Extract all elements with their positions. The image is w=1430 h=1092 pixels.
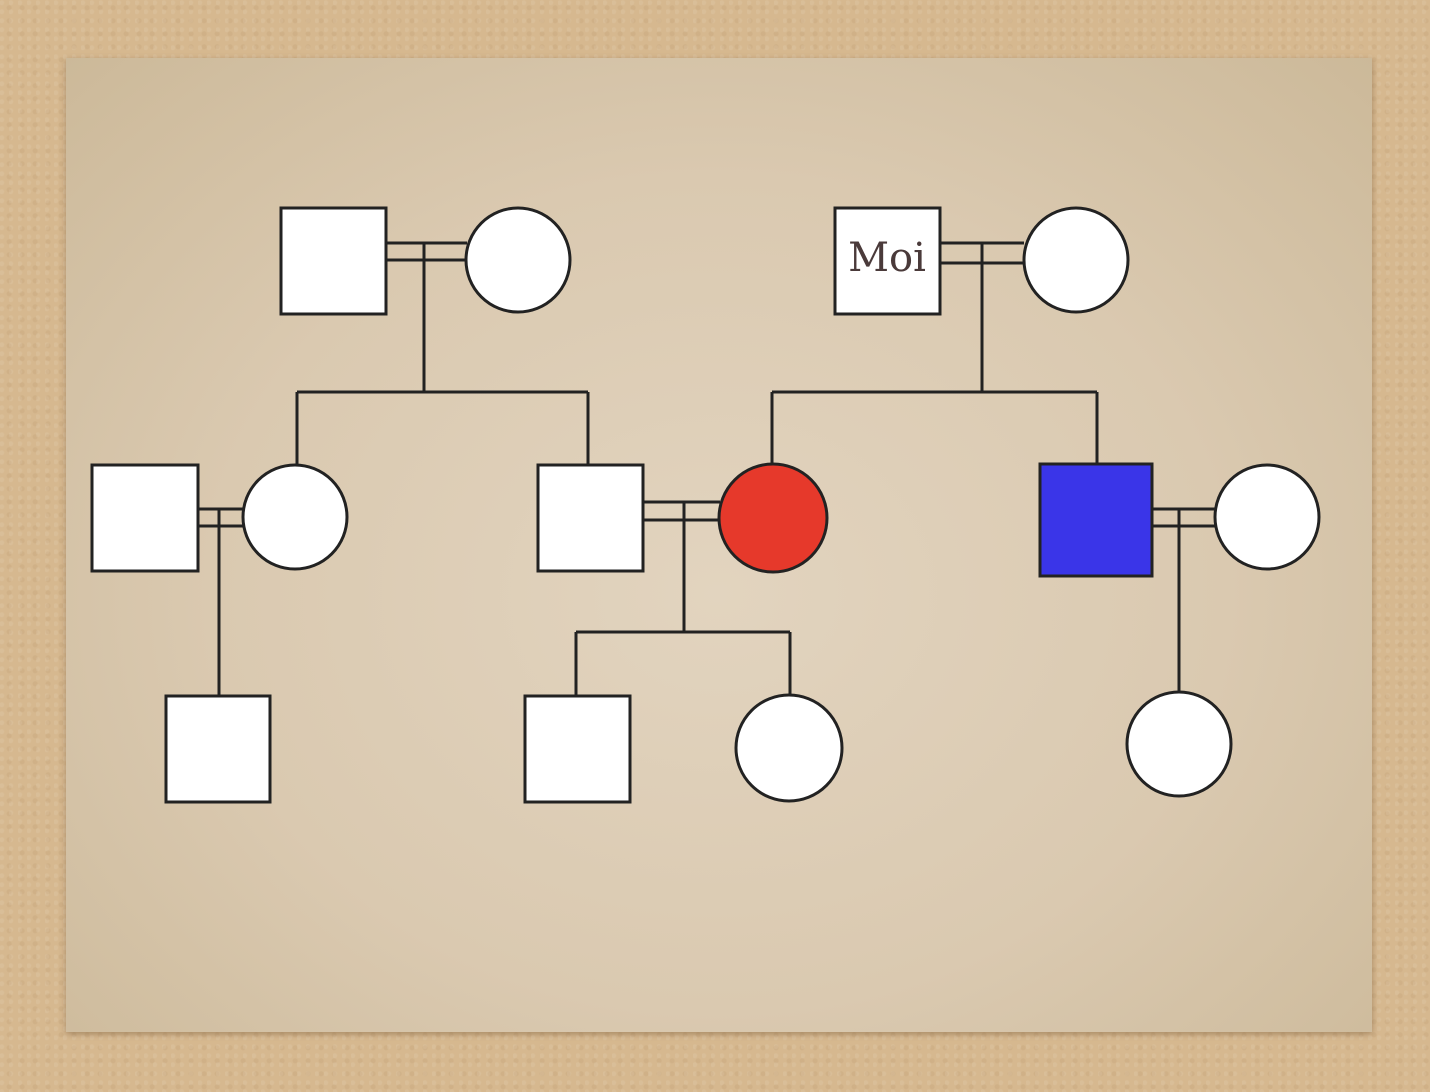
couple-d-marriage-line <box>643 500 720 522</box>
gen1-b-female <box>1022 206 1130 314</box>
gen2-daughter-b <box>717 462 829 574</box>
gen1-b-male-moi <box>833 206 942 316</box>
gen3-son-2 <box>523 694 632 804</box>
gen3-daughter-3 <box>1125 690 1233 798</box>
gen2-son-a <box>536 463 645 573</box>
gen2-spouse-female <box>1213 463 1321 571</box>
gen2-daughter-a <box>241 463 349 571</box>
gen3-son-1 <box>164 694 272 804</box>
gen3-daughter-2 <box>734 693 844 803</box>
couple-e-marriage-line <box>1152 507 1215 528</box>
gen1-a-female <box>464 206 572 314</box>
gen2-spouse-male <box>90 463 200 573</box>
gen2-son-b <box>1038 462 1154 578</box>
couple-a-marriage-line <box>386 241 467 262</box>
gen1-a-male <box>279 206 388 316</box>
moi-label: Moi <box>848 235 926 281</box>
